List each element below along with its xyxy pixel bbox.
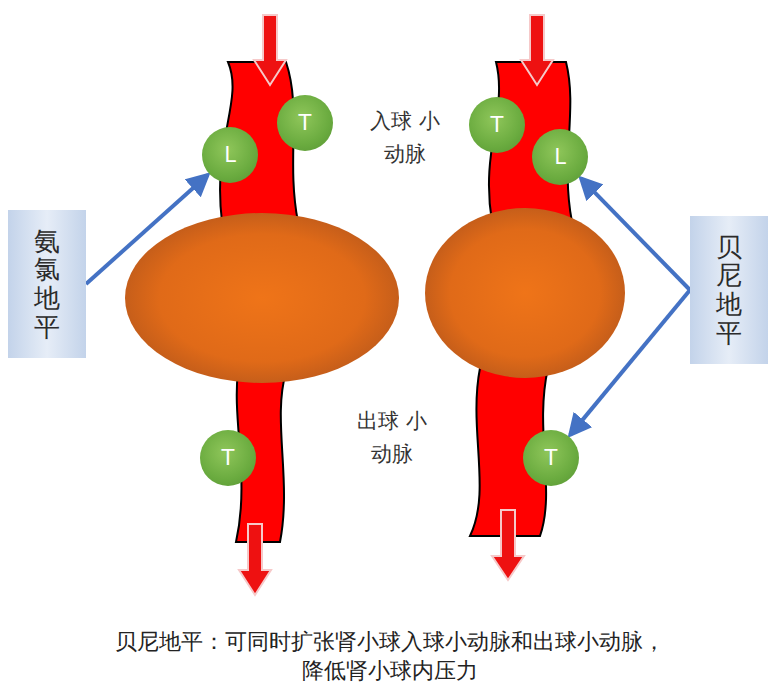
drug-name: 贝尼地平	[716, 233, 742, 347]
vessel-label: 出球 小动脉	[352, 405, 432, 470]
drug-target-arrow	[570, 290, 690, 435]
drug-target-arrow	[581, 178, 690, 290]
channel-label: L	[224, 145, 236, 166]
channel-circle: T	[277, 95, 333, 151]
channel-label: T	[299, 113, 312, 134]
drug-box: 氨氯地平	[8, 210, 86, 358]
flow-arrow	[521, 15, 553, 85]
glomerulus	[125, 213, 399, 383]
flow-arrow	[239, 524, 271, 595]
glomerulus	[425, 208, 625, 378]
flow-arrow	[492, 510, 524, 580]
caption: 贝尼地平：可同时扩张肾小球入球小动脉和出球小动脉， 降低肾小球内压力	[105, 628, 675, 682]
channel-label: L	[554, 147, 566, 168]
channel-circle: L	[202, 127, 258, 183]
channel-circle: T	[469, 97, 525, 153]
channel-circle: T	[523, 430, 579, 486]
channel-label: T	[222, 448, 235, 469]
channel-label: T	[491, 115, 504, 136]
channel-circle: T	[200, 430, 256, 486]
drug-name: 氨氯地平	[34, 227, 60, 341]
flow-arrow	[254, 15, 286, 85]
drug-target-arrow	[86, 175, 208, 284]
vessel-label: 入球 小动脉	[365, 105, 445, 170]
channel-circle: L	[532, 129, 588, 185]
drug-box: 贝尼地平	[690, 216, 768, 364]
channel-label: T	[545, 448, 558, 469]
